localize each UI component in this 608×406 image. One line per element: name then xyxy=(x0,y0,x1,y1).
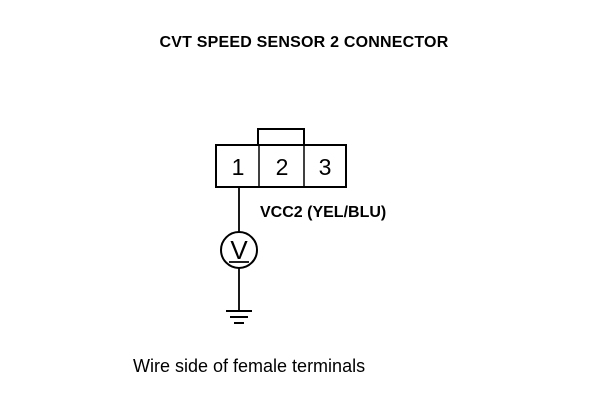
diagram-title: CVT SPEED SENSOR 2 CONNECTOR xyxy=(159,34,449,51)
wire-label: VCC2 (YEL/BLU) xyxy=(260,204,387,221)
meter-symbol: V xyxy=(230,235,248,265)
ground-icon xyxy=(226,310,252,324)
diagram-caption: Wire side of female terminals xyxy=(133,356,366,376)
voltmeter-icon: V xyxy=(220,231,258,269)
connector-lock-tab xyxy=(257,128,305,146)
pin-1-label: 1 xyxy=(232,154,245,180)
pin-2-label: 2 xyxy=(276,154,289,180)
pin-3-label: 3 xyxy=(319,154,332,180)
connector-body xyxy=(215,144,347,188)
